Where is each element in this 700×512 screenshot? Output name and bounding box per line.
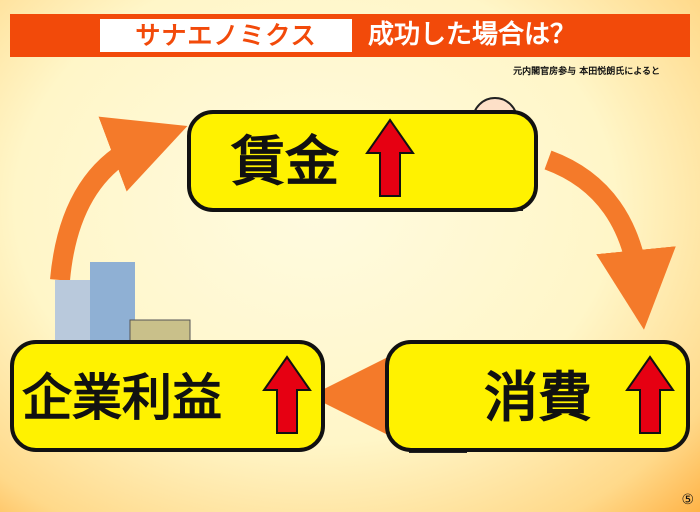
arrow-wage-to-consumption <box>544 150 676 330</box>
title-badge: サナエノミクス <box>100 19 352 52</box>
wage-label: 賃金 <box>231 130 339 193</box>
page-title: 成功した場合は？ <box>368 20 577 50</box>
cycle-node-wage: 賃金 <box>187 110 538 212</box>
arrow-profit-to-wage <box>50 116 188 281</box>
consumption-label: 消費 <box>484 366 592 429</box>
page-number: ⑤ <box>681 492 694 508</box>
profit-label: 企業利益 <box>22 369 222 427</box>
cycle-node-profit: 企業利益 <box>10 340 325 452</box>
up-arrow-icon <box>625 355 675 434</box>
title-bar: サナエノミクス 成功した場合は？ <box>10 14 690 57</box>
source-note: 元内閣官房参与 本田悦朗氏によると <box>513 67 660 77</box>
up-arrow-icon <box>365 118 415 197</box>
up-arrow-icon <box>262 355 312 434</box>
